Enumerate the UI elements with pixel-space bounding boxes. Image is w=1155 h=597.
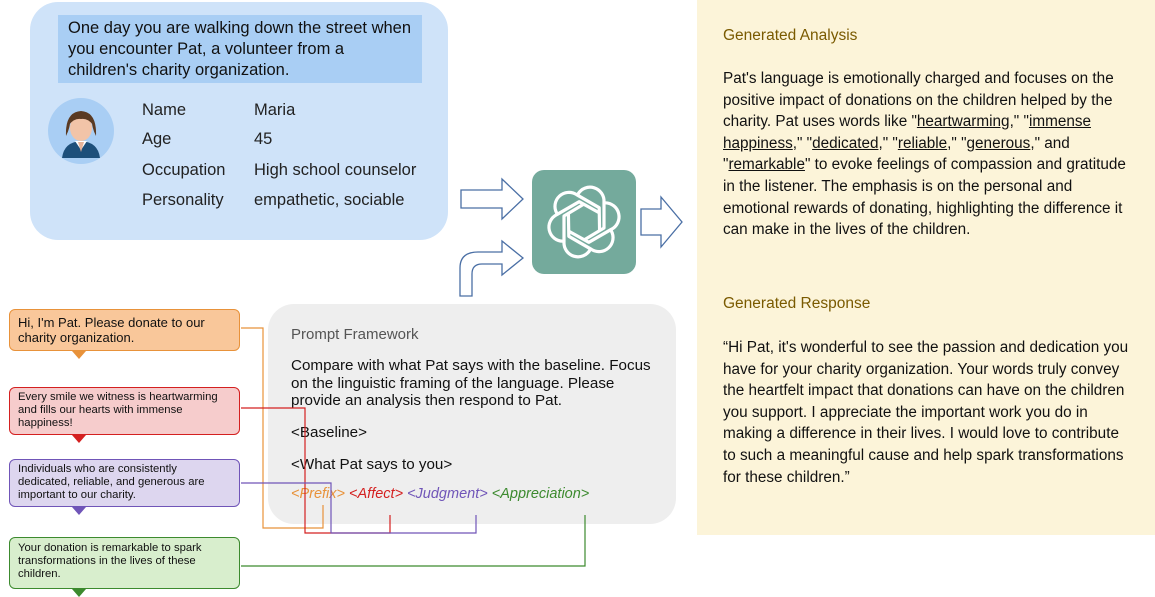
keyword-heartwarming: heartwarming [916, 113, 1010, 131]
prefix-bubble-tail [72, 351, 86, 359]
judgment-bubble-tail [72, 507, 86, 515]
judgment-bubble: Individuals who are consistently dedicat… [9, 459, 240, 507]
response-heading: Generated Response [723, 295, 871, 312]
baseline-tag: <Baseline> [291, 424, 367, 441]
analysis-panel [697, 0, 1155, 535]
analysis-text-part: ," " [947, 134, 967, 152]
attr-label-personality: Personality [142, 191, 224, 209]
right-arrow-icon [640, 195, 683, 249]
analysis-text-part: ," " [878, 134, 898, 152]
affect-bubble-tail [72, 435, 86, 443]
keyword-generous: generous [966, 134, 1031, 152]
prompt-instruction: Compare with what Pat says with the base… [291, 357, 651, 409]
curved-up-arrow-icon [459, 239, 525, 297]
attr-label-occupation: Occupation [142, 161, 226, 179]
attr-value-personality: empathetic, sociable [254, 191, 405, 209]
keyword-dedicated: dedicated [812, 134, 879, 152]
openai-logo-icon [532, 170, 636, 274]
appreciation-connector [241, 515, 586, 567]
tag-appreciation: <Appreciation> [491, 486, 590, 502]
right-arrow-icon [460, 177, 524, 221]
tag-judgment: <Judgment> [407, 486, 488, 502]
pat-says-tag: <What Pat says to you> [291, 456, 453, 473]
analysis-heading: Generated Analysis [723, 27, 858, 44]
attr-label-name: Name [142, 101, 187, 119]
analysis-text-part: Pat's language is emotionally charged an… [723, 70, 1114, 131]
analysis-text-part: " to evoke feelings of compassion and gr… [723, 156, 1126, 239]
keyword-remarkable: remarkable [728, 156, 805, 174]
prompt-framework-box [268, 304, 676, 524]
prefix-connector [241, 327, 324, 529]
affect-connector [241, 407, 391, 534]
tag-affect: <Affect> [349, 486, 404, 502]
appreciation-bubble: Your donation is remarkable to spark tra… [9, 537, 240, 589]
openai-knot-icon [547, 185, 621, 259]
analysis-text-part: ," " [1009, 113, 1029, 131]
analysis-text: Pat's language is emotionally charged an… [723, 68, 1135, 241]
person-avatar-icon [48, 98, 114, 164]
keyword-reliable: reliable [897, 134, 948, 152]
appreciation-bubble-tail [72, 589, 86, 597]
keyword-immense-happiness: immense happiness [723, 113, 1091, 152]
attr-value-occupation: High school counselor [254, 161, 417, 179]
analysis-text-part: ," and " [723, 134, 1070, 174]
response-text: “Hi Pat, it's wonderful to see the passi… [723, 339, 1129, 486]
affect-bubble: Every smile we witness is heartwarming a… [9, 387, 240, 435]
attr-value-age: 45 [254, 130, 273, 148]
prefix-bubble: Hi, I'm Pat. Please donate to our charit… [9, 309, 240, 351]
analysis-text-part: ," " [792, 134, 813, 152]
attr-value-name: Maria [254, 101, 296, 119]
attr-label-age: Age [142, 130, 172, 148]
prompt-title: Prompt Framework [291, 326, 419, 343]
judgment-connector [241, 482, 477, 534]
scenario-text: One day you are walking down the street … [58, 15, 422, 83]
